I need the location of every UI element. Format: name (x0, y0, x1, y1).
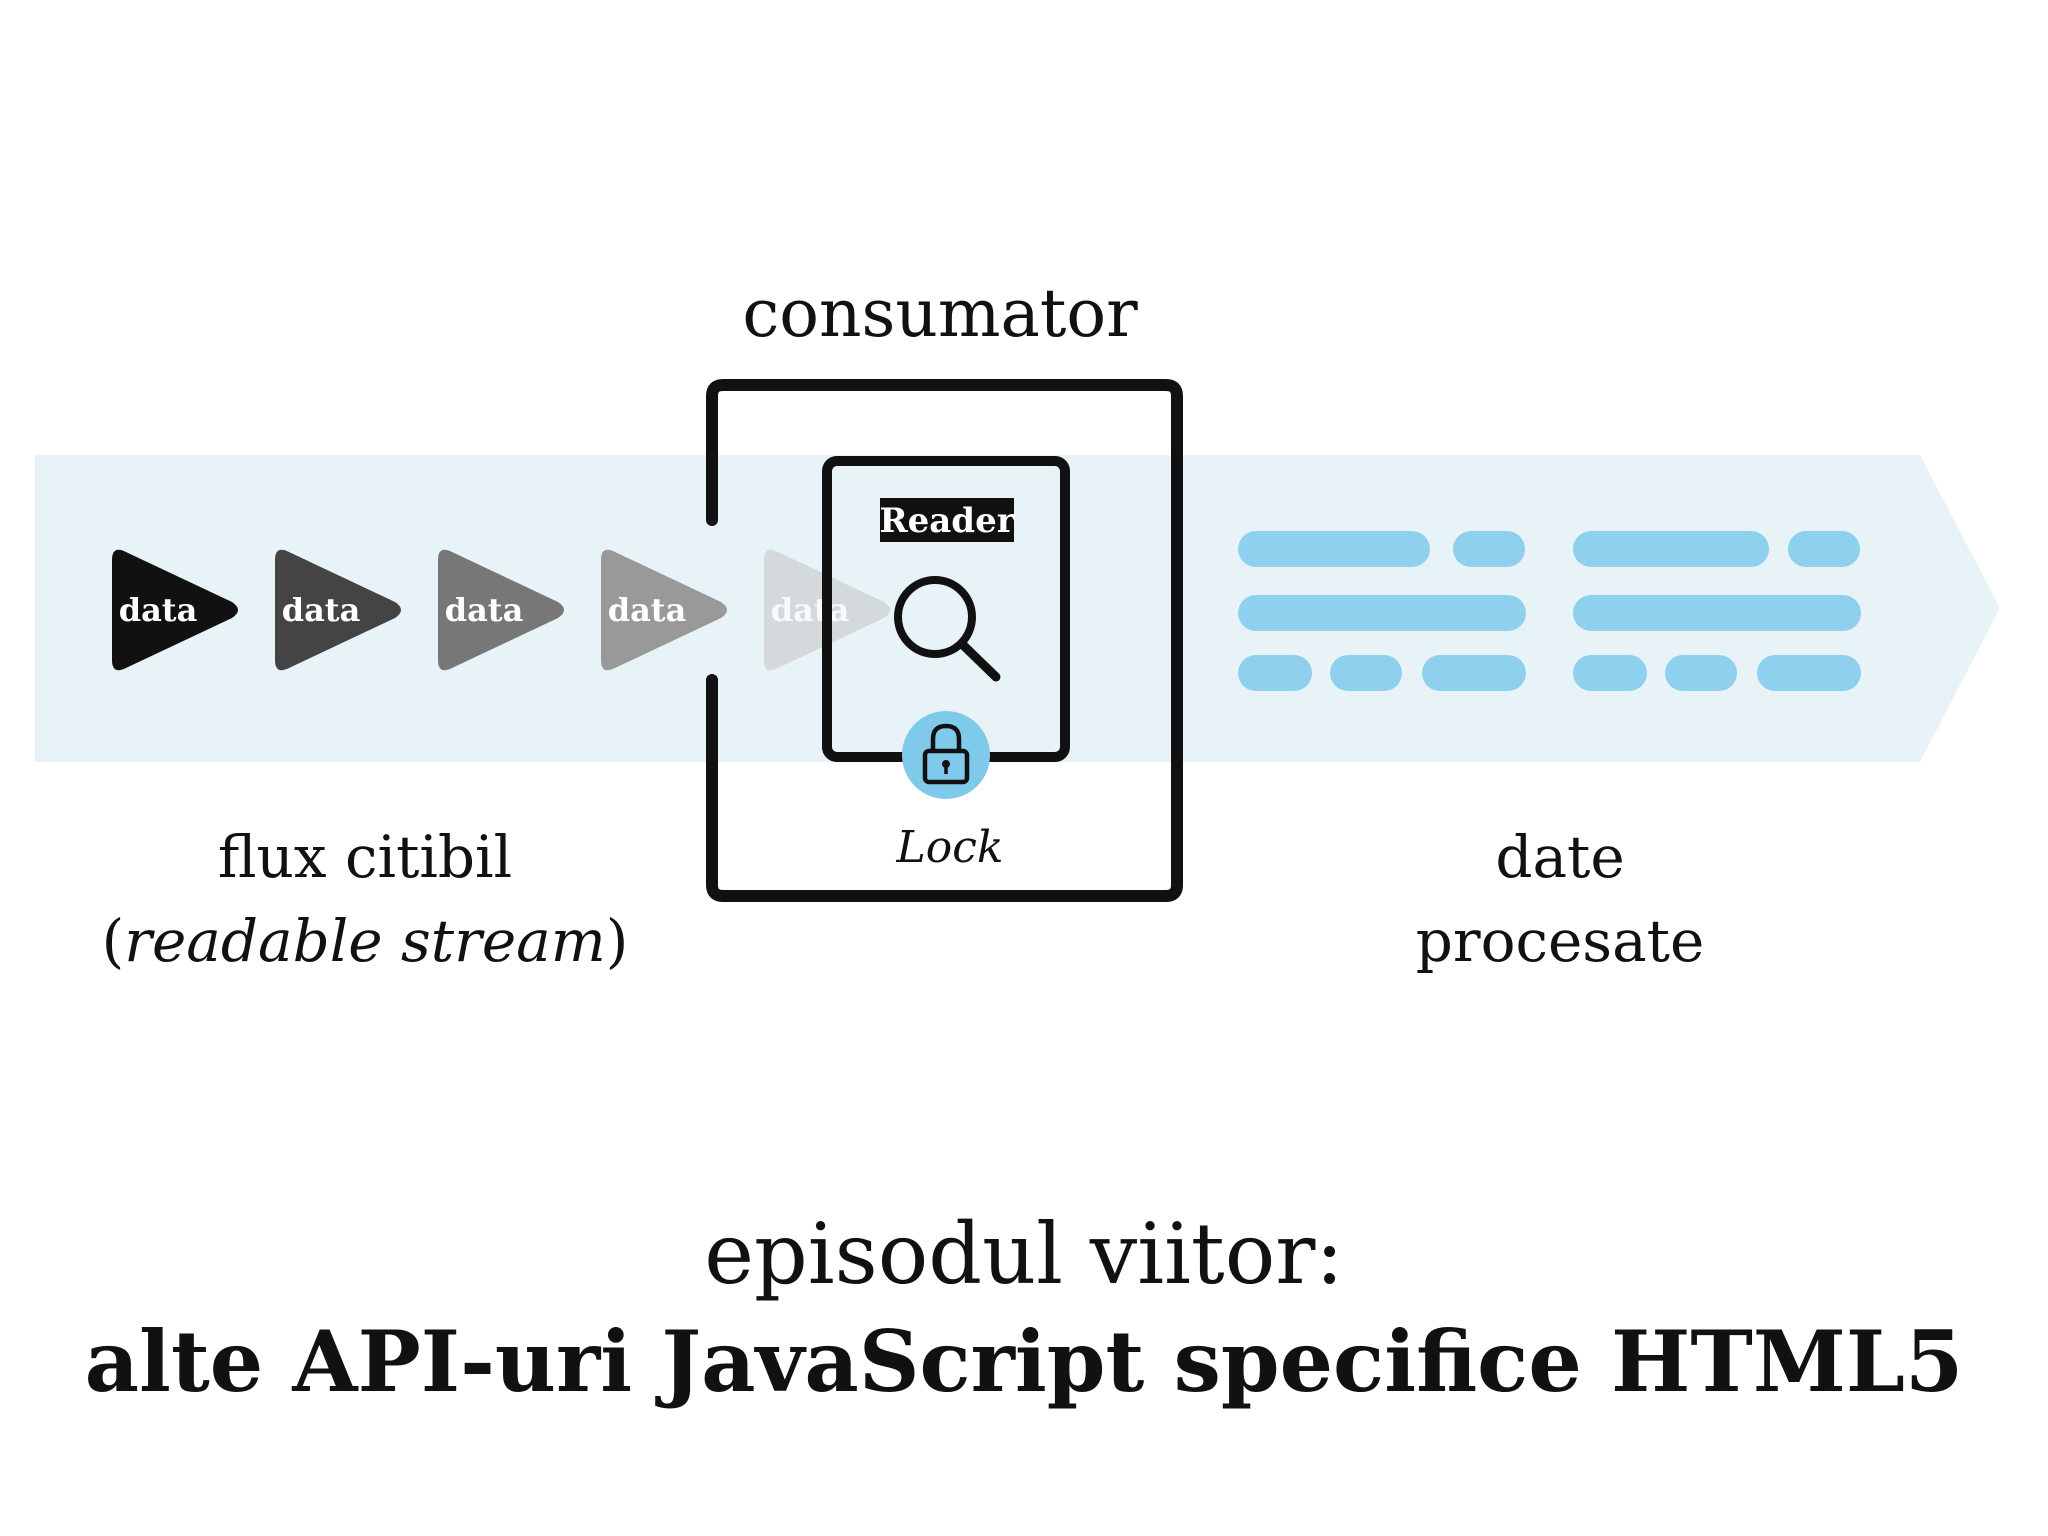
processed-data-bar (1330, 655, 1402, 691)
data-chunk-triangle (438, 549, 564, 671)
data-chunk-label: data (608, 591, 687, 629)
processed-data-bar (1788, 531, 1860, 567)
data-chunk-triangle (601, 549, 727, 671)
processed-data-bar (1453, 531, 1525, 567)
stream-label-line2: (readable stream) (70, 899, 660, 983)
consumer-frame (706, 379, 1183, 902)
stream-label-open: ( (101, 907, 125, 975)
stream-label: flux citibil (readable stream) (70, 815, 660, 983)
next-episode-title: alte API-uri JavaScript specifice HTML5 (84, 1312, 1964, 1411)
processed-data-bar (1757, 655, 1861, 691)
processed-data-bar (1422, 655, 1526, 691)
data-chunk-label: data (119, 591, 198, 629)
data-chunk-label: data (771, 591, 850, 629)
processed-data-bar (1238, 655, 1312, 691)
data-chunk: data (601, 549, 727, 671)
stream-label-line1: flux citibil (217, 823, 513, 891)
magnifier-icon (894, 576, 1001, 682)
data-chunk-triangle (112, 549, 238, 671)
next-episode-heading: episodul viitor: (704, 1205, 1344, 1303)
stream-label-italic: readable stream (124, 907, 606, 975)
processed-data-bar (1238, 595, 1526, 631)
lock-icon (902, 711, 990, 799)
lock-label: Lock (896, 822, 1004, 873)
reader-label-bg (880, 498, 1014, 542)
data-chunk: data (438, 549, 564, 671)
processed-data-bar (1573, 595, 1861, 631)
processed-data-bars (1238, 531, 1861, 691)
processed-data-bar (1573, 655, 1647, 691)
processed-data-bar (1573, 531, 1769, 567)
processed-data-bar (1238, 531, 1430, 567)
processed-label: date procesate (1320, 815, 1800, 983)
data-chunk: data (275, 549, 401, 671)
processed-label-line1: date (1495, 823, 1625, 891)
processed-label-line2: procesate (1415, 907, 1705, 975)
reader-label: Reader (879, 501, 1015, 541)
data-chunk: data (112, 549, 238, 671)
data-chunk-label: data (445, 591, 524, 629)
consumer-title: consumator (742, 275, 1138, 352)
processed-data-bar (1665, 655, 1737, 691)
data-chunks: data data data data data (112, 549, 890, 671)
stream-label-close: ) (605, 907, 629, 975)
data-chunk-label: data (282, 591, 361, 629)
data-chunk-triangle (275, 549, 401, 671)
